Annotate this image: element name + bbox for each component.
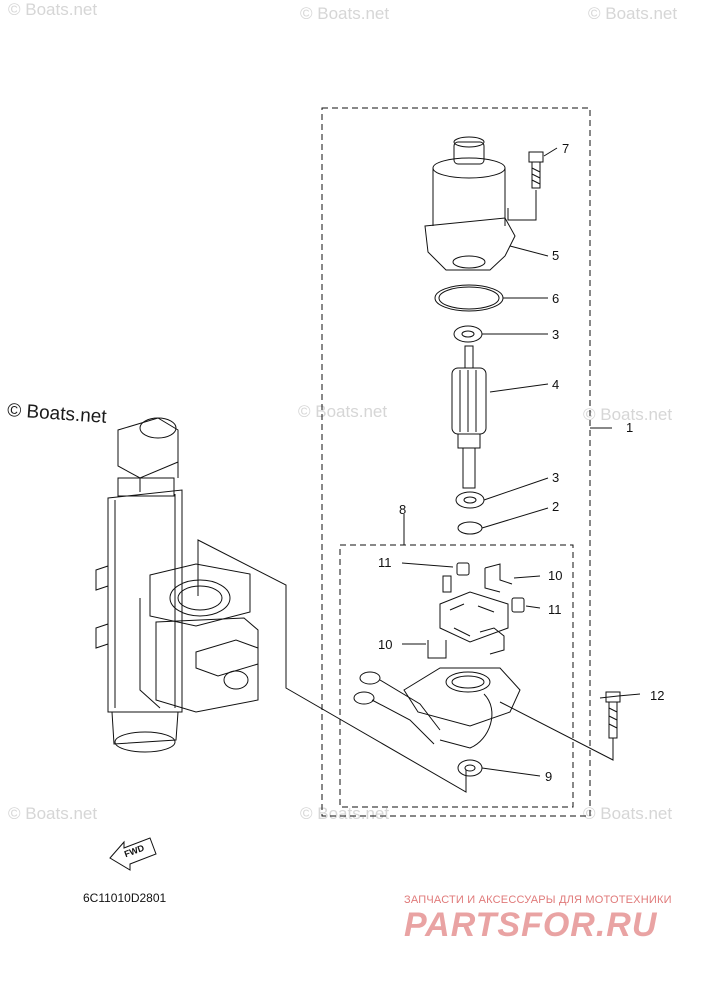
callout-5: 5: [552, 248, 560, 263]
tilt-cylinder: [95, 417, 259, 753]
callout-9: 9: [545, 769, 553, 784]
bolt-12: [605, 691, 621, 739]
lower-bracket: [353, 667, 521, 749]
callout-3-bottom: 3: [552, 470, 560, 485]
callout-11-top: 11: [378, 555, 392, 570]
callout-4: 4: [552, 377, 560, 392]
callout-7: 7: [562, 141, 570, 156]
callout-1: 1: [626, 420, 634, 435]
callout-10-left: 10: [378, 637, 393, 652]
assembly-box-8: [339, 544, 574, 808]
watermark: © Boats.net: [300, 4, 390, 23]
motor-housing: [424, 136, 516, 271]
callout-11-right: 11: [548, 602, 562, 617]
callout-6: 6: [552, 291, 560, 306]
bearing-3-bottom: [455, 491, 485, 509]
o-ring-6-inner: [438, 286, 500, 310]
screw-7: [528, 151, 544, 189]
bearing-3-top-hole: [461, 330, 475, 338]
watermark: © Boats.net: [8, 804, 98, 823]
watermark: © Boats.net: [588, 4, 678, 23]
brand-logo: PARTSFOR.RU: [404, 906, 658, 944]
watermark: © Boats.net: [8, 0, 98, 19]
diagram-code: 6C11010D2801: [83, 891, 167, 905]
callout-10-right: 10: [548, 568, 563, 583]
bearing-3-top: [453, 325, 483, 343]
watermark: © Boats.net: [583, 405, 673, 424]
watermark: © Boats.net: [298, 402, 388, 421]
grommet-9: [457, 759, 483, 777]
grommet-9-hole: [464, 764, 476, 772]
washer-2: [457, 521, 483, 535]
callout-12: 12: [650, 688, 665, 703]
callout-8: 8: [399, 502, 407, 517]
callout-2: 2: [552, 499, 560, 514]
armature-4: [451, 345, 487, 489]
brush-holder: [427, 562, 525, 659]
leader-lines: [197, 147, 641, 793]
bearing-3-bottom-hole: [463, 496, 477, 504]
o-ring-6: [434, 284, 504, 312]
callout-3-top: 3: [552, 327, 560, 342]
fwd-arrow: [109, 837, 157, 871]
brand-tagline: ЗАПЧАСТИ И АКСЕССУАРЫ ДЛЯ МОТОТЕХНИКИ: [404, 894, 672, 906]
watermark: © Boats.net: [583, 804, 673, 823]
assembly-box-1: [321, 107, 591, 817]
